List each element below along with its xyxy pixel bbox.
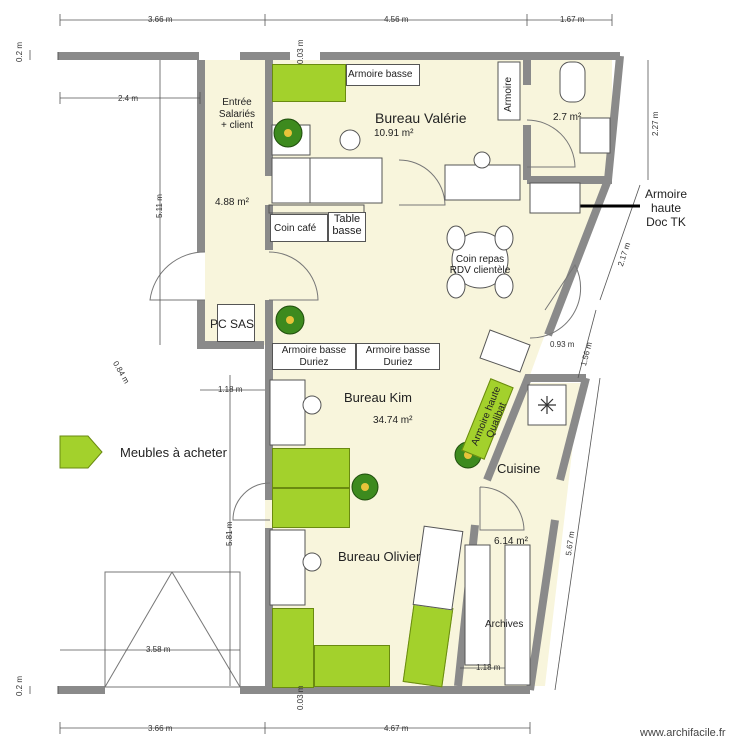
armoire-label: Armoire [503, 76, 514, 112]
dim-left-02-bottom: 0.2 m [15, 675, 24, 696]
legend-green-arrow [59, 435, 103, 469]
dim-top-right: 1.67 m [560, 15, 585, 24]
coin-repas-label: Coin repas RDV clientèle [449, 254, 511, 276]
thin-walls [57, 52, 365, 694]
garage-door [104, 571, 241, 688]
green-desk-olivier-2 [314, 645, 390, 687]
chairs [302, 129, 514, 572]
armoire-duriez-2-label: Armoire basse Duriez [365, 345, 431, 368]
armoire-duriez-1-box [272, 343, 356, 370]
dim-left-511: 5.11 m [155, 194, 164, 218]
dim-top-003: 0.03 m [296, 39, 305, 64]
dim-archive-118: 1.18 m [476, 663, 501, 672]
legend-label: Meubles à acheter [120, 445, 227, 460]
dimension-lines [29, 14, 649, 734]
dim-top-left: 3.66 m [148, 15, 173, 24]
dim-right-227: 2.27 m [651, 111, 660, 136]
entree-area: 4.88 m² [215, 197, 249, 208]
dim-entry-24: 2.4 m [118, 94, 139, 103]
dim-diag-093: 0.93 m [550, 340, 575, 349]
dim-left-02-top: 0.2 m [15, 41, 24, 62]
door-swings [149, 119, 582, 531]
dim-left-581: 5.81 m [225, 521, 234, 546]
main-area: 34.74 m² [373, 415, 413, 426]
armoire-duriez-1-label: Armoire basse Duriez [281, 345, 347, 368]
room-bureau-kim: Bureau Kim [344, 390, 412, 405]
table-basse-label: Table basse [332, 213, 362, 238]
dim-bottom-right: 4.67 m [384, 724, 409, 733]
coin-cafe-box [270, 214, 328, 242]
dim-left-118: 1.18 m [218, 385, 243, 394]
fixtures [269, 61, 611, 686]
room-archives: Archives [485, 619, 524, 630]
armoire-basse-valerie [346, 64, 420, 86]
pc-sas-box [217, 304, 255, 342]
dim-garage-358: 3.58 m [146, 645, 171, 654]
green-desk-kim-1 [272, 448, 350, 488]
green-armoire-valerie [272, 64, 346, 102]
wc-area: 2.7 m² [553, 112, 582, 123]
dim-top-mid: 4.56 m [384, 15, 409, 24]
pc-sas-label: PC SAS [210, 317, 255, 331]
armoire-duriez-2-box [356, 343, 440, 370]
room-entree: Entrée Salariés + client [218, 97, 256, 131]
snowflake-icon [538, 396, 556, 414]
room-bureau-valerie: Bureau Valérie [375, 110, 467, 126]
bureau-valerie-area: 10.91 m² [374, 128, 414, 139]
coin-cafe-label: Coin café [274, 223, 317, 234]
green-desk-kim-2 [272, 488, 350, 528]
dim-bottom-003: 0.03 m [296, 685, 305, 710]
armoire-basse-label: Armoire basse [348, 69, 413, 80]
armoire-haute-doc-tk-label: Armoire haute Doc TK [644, 187, 687, 229]
table-basse-box [328, 212, 366, 242]
room-bureau-olivier: Bureau Olivier [338, 549, 421, 564]
room-cuisine: Cuisine [497, 461, 541, 476]
green-desk-olivier-1 [272, 608, 314, 688]
cuisine-area: 6.14 m² [494, 536, 528, 547]
watermark: www.archifacile.fr [640, 727, 726, 739]
dim-bottom-left: 3.66 m [148, 724, 173, 733]
